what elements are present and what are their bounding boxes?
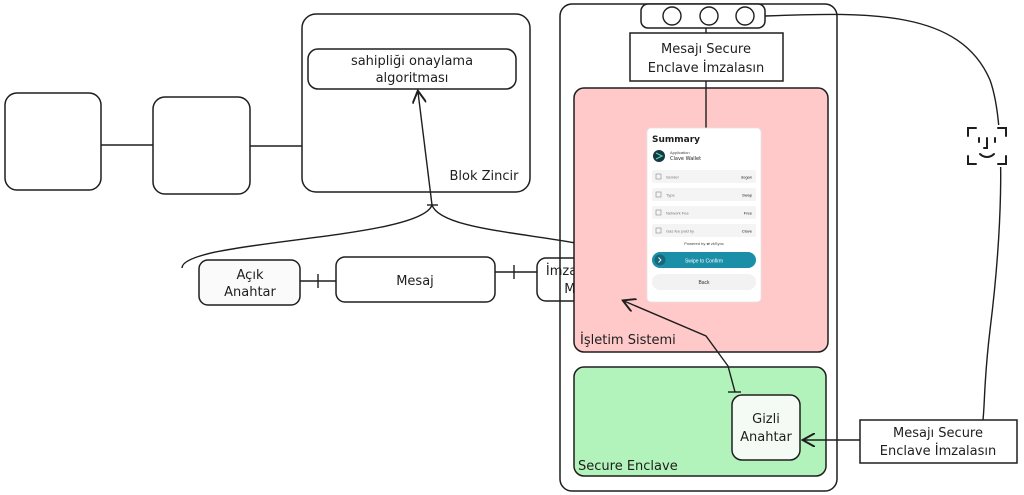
right-sign-note xyxy=(859,419,1018,464)
blockchain-label: Blok Zincir xyxy=(449,169,519,184)
wallet-title: Summary xyxy=(652,135,700,145)
arrow-key-to-signed xyxy=(624,301,736,393)
wallet-row-value: dogan xyxy=(741,175,752,180)
right-note-line1: Mesajı Secure xyxy=(893,426,983,441)
swipe-to-confirm-button[interactable] xyxy=(652,252,756,268)
swipe-to-confirm-label: Swipe to Confirm xyxy=(685,259,723,265)
clave-logo-mark xyxy=(655,152,664,160)
top-note-line2: Enclave İmzalasın xyxy=(648,60,765,76)
back-button-label: Back xyxy=(698,280,710,286)
powered-by-label: Powered by ⇄ zkSync xyxy=(684,241,724,246)
swipe-handle-icon[interactable] xyxy=(654,254,666,266)
secure-enclave-label: Secure Enclave xyxy=(578,459,678,474)
public-key-box xyxy=(198,259,301,306)
wallet-row xyxy=(652,206,756,219)
wallet-row xyxy=(652,170,756,183)
private-key-line2: Anahtar xyxy=(740,430,792,445)
blockchain-block xyxy=(301,13,531,193)
wallet-row-value: Clave xyxy=(742,229,753,234)
network-icon xyxy=(655,209,662,216)
private-key-box xyxy=(731,394,801,461)
algorithm-label-line2: algoritması xyxy=(376,71,449,86)
arrow-to-algorithm xyxy=(418,92,433,206)
sensor-icon xyxy=(699,6,719,26)
wallet-row-label: Type xyxy=(666,193,675,198)
gas-icon xyxy=(655,227,662,234)
wallet-summary-screen: Summary Application Clave Wallet Sender d… xyxy=(646,127,762,303)
sensor-icon xyxy=(735,6,755,26)
message-label: Mesaj xyxy=(396,274,434,289)
back-button[interactable] xyxy=(652,274,756,290)
chain-block-2 xyxy=(152,96,251,195)
wallet-row-label: Sender xyxy=(666,175,680,180)
top-note-line1: Mesajı Secure xyxy=(661,42,751,57)
wallet-app-name: Clave Wallet xyxy=(670,156,701,162)
message-box xyxy=(335,256,496,303)
user-icon xyxy=(655,173,662,180)
wallet-row xyxy=(652,224,756,237)
public-key-line2: Anahtar xyxy=(224,285,276,300)
wallet-row-value: Free xyxy=(744,211,753,216)
os-label: İşletim Sistemi xyxy=(580,332,676,348)
public-key-line1: Açık xyxy=(237,268,264,283)
chain-block-1 xyxy=(4,92,102,191)
private-key-line1: Gizli xyxy=(752,412,780,427)
wallet-app-caption: Application xyxy=(670,150,690,155)
algorithm-label-line1: sahipliği onaylama xyxy=(351,54,473,69)
wallet-row-label: Gas fee paid by xyxy=(666,229,694,234)
wallet-row-value: Swap xyxy=(742,193,753,198)
camera-icon xyxy=(662,6,682,26)
wallet-row xyxy=(652,188,756,201)
swap-icon xyxy=(655,191,662,198)
chevron-right-icon xyxy=(658,257,662,263)
right-note-line2: Enclave İmzalasın xyxy=(880,443,997,459)
wallet-row-label: Network Fee xyxy=(666,211,689,216)
face-id-icon xyxy=(967,127,1007,165)
